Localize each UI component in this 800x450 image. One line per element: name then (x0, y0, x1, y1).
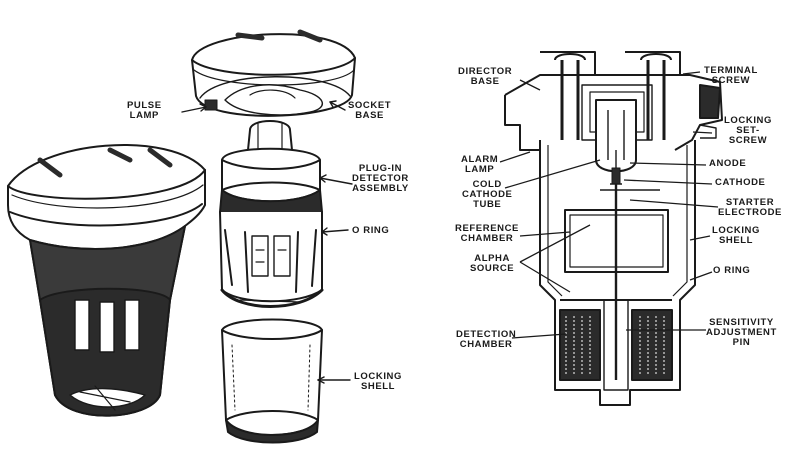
label-sensitivity-adjustment-pin: SENSITIVITY ADJUSTMENT PIN (706, 317, 777, 348)
locking-shell-drawing (221, 318, 323, 444)
label-alpha-source: ALPHA SOURCE (470, 253, 515, 274)
label-o-ring-right: O RING (713, 265, 751, 276)
exploded-view (7, 29, 356, 444)
shell-section (539, 84, 696, 406)
plug-in-detector-drawing (219, 120, 324, 308)
label-pulse-lamp: PULSE LAMP (127, 100, 162, 121)
detection-chamber-section (559, 299, 673, 391)
label-locking-shell-right: LOCKING SHELL (712, 225, 761, 246)
terminal-rods (554, 53, 672, 140)
socket-base-drawing (191, 29, 356, 117)
label-plug-in-detector-assembly: PLUG-IN DETECTOR ASSEMBLY (352, 163, 409, 194)
reference-chamber-section (564, 183, 669, 380)
left-leaders (181, 100, 353, 384)
label-cold-cathode-tube: COLD CATHODE TUBE (462, 179, 513, 210)
label-alarm-lamp: ALARM LAMP (461, 154, 499, 175)
label-reference-chamber: REFERENCE CHAMBER (455, 223, 519, 244)
label-cathode: CATHODE (715, 177, 766, 188)
right-leaders (499, 71, 719, 339)
label-starter-electrode: STARTER ELECTRODE (718, 197, 782, 218)
label-terminal-screw: TERMINAL SCREW (704, 65, 758, 86)
label-locking-shell-left: LOCKING SHELL (354, 371, 403, 392)
label-director-base: DIRECTOR BASE (458, 66, 513, 87)
assembled-detector (7, 144, 206, 417)
label-o-ring-left: O RING (352, 225, 390, 236)
label-anode: ANODE (709, 158, 747, 169)
label-socket-base: SOCKET BASE (348, 100, 392, 121)
label-locking-set-screw: LOCKING SET- SCREW (724, 115, 773, 146)
tube-section (595, 99, 660, 200)
label-detection-chamber: DETECTION CHAMBER (456, 329, 517, 350)
